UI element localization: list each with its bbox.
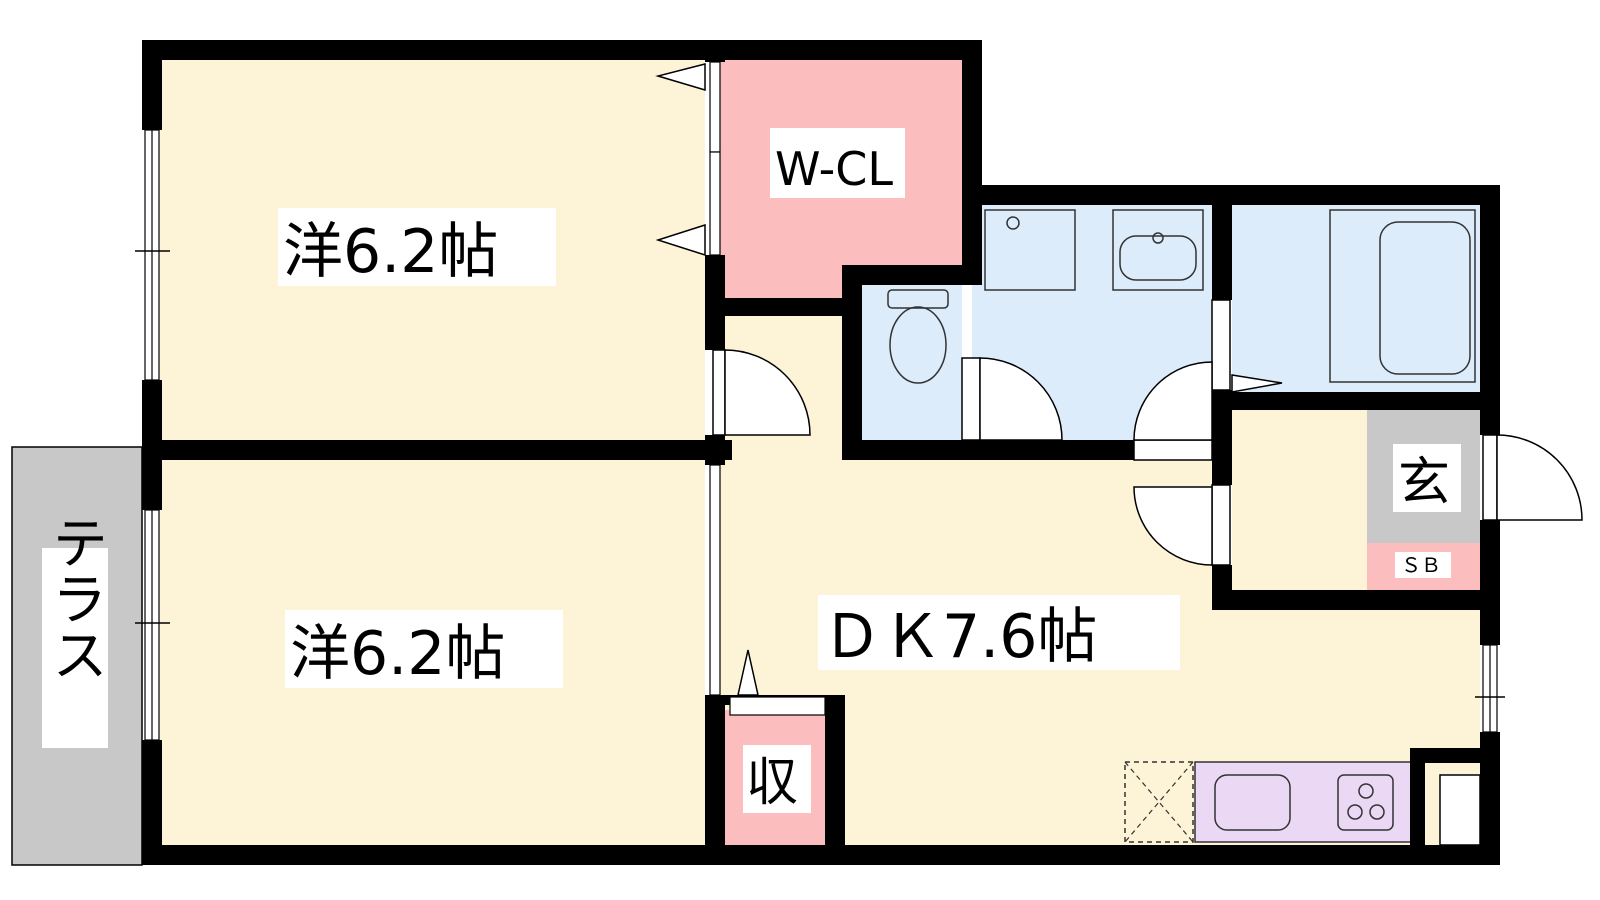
room-label-western-top: 洋6.2帖 bbox=[283, 217, 498, 287]
stove-icon bbox=[1337, 774, 1394, 831]
room-label-western-bottom: 洋6.2帖 bbox=[290, 619, 505, 689]
fridge-space-icon bbox=[1124, 761, 1194, 843]
room-label-storage: 収 bbox=[746, 753, 798, 813]
room-label-shoe-box: ＳＢ bbox=[1401, 553, 1441, 577]
walls bbox=[142, 40, 1500, 865]
hall-floor bbox=[1232, 408, 1367, 593]
sink-icon bbox=[1214, 774, 1291, 831]
swing-doors bbox=[712, 299, 1583, 566]
room-label-entrance: 玄 bbox=[1398, 453, 1450, 513]
dining-kitchen-floor bbox=[715, 315, 1480, 855]
windows bbox=[144, 61, 1498, 741]
room-label-terrace: テラス bbox=[43, 514, 108, 682]
bathtub-icon bbox=[1329, 209, 1476, 383]
toilet-icon bbox=[887, 289, 949, 384]
room-label-walk-in-closet: W-CL bbox=[775, 142, 893, 196]
toilet-room-floor bbox=[852, 280, 962, 445]
sliding-door-markers bbox=[655, 63, 1283, 696]
washer-space-icon bbox=[984, 209, 1076, 291]
bathroom-floor bbox=[1232, 200, 1480, 392]
room-label-dining-kitchen: ＤＫ7.6帖 bbox=[822, 602, 1097, 672]
washbasin-icon bbox=[1112, 209, 1204, 291]
